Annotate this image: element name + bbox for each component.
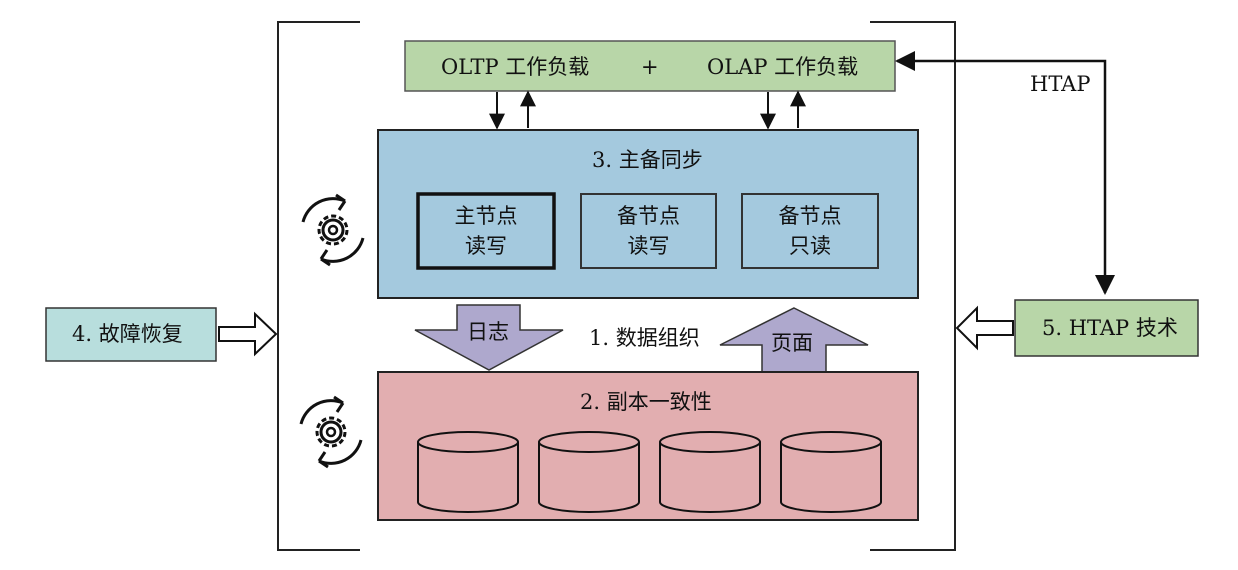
- plus-sign: +: [641, 55, 659, 79]
- replica-disk-icon: [659, 431, 761, 513]
- fault-recovery-box: [45, 307, 217, 362]
- standby-rw-node-box: [580, 193, 717, 269]
- replica-disk-icon: [417, 431, 519, 513]
- oltp-workload-label: OLTP 工作负载: [441, 55, 590, 79]
- outer-bracket-left: [277, 21, 360, 551]
- standby-rw-node-line2: 读写: [627, 234, 670, 258]
- standby-rw-node-line1: 备节点: [617, 204, 680, 228]
- sync-title: 3. 主备同步: [592, 148, 703, 172]
- htap-link-arrow: [895, 51, 1115, 295]
- gear-cycle-icon: [299, 395, 363, 469]
- fault-recovery-arrow: [218, 311, 278, 357]
- htap-tech-box: [1014, 299, 1199, 357]
- page-arrow-label: 页面: [771, 331, 813, 355]
- standby-ro-node-line2: 只读: [789, 234, 831, 258]
- primary-node-line1: 主节点: [454, 204, 518, 228]
- gear-cycle-icon: [301, 193, 365, 267]
- log-arrow: [414, 304, 564, 371]
- consistency-title: 2. 副本一致性: [580, 390, 712, 414]
- htap-tech-label: 5. HTAP 技术: [1042, 316, 1178, 340]
- olap-workload-label: OLAP 工作负载: [707, 55, 859, 79]
- replica-disk-icon: [780, 431, 882, 513]
- data-org-label: 1. 数据组织: [589, 326, 700, 350]
- primary-node-box: [416, 192, 556, 270]
- htap-link-label: HTAP: [1030, 72, 1091, 96]
- standby-ro-node-box: [741, 193, 879, 269]
- htap-tech-arrow: [955, 305, 1014, 351]
- replica-disk-icon: [538, 431, 640, 513]
- log-arrow-label: 日志: [467, 320, 509, 344]
- standby-ro-node-line1: 备节点: [778, 204, 842, 228]
- fault-recovery-label: 4. 故障恢复: [72, 322, 183, 346]
- primary-node-line2: 读写: [465, 234, 507, 258]
